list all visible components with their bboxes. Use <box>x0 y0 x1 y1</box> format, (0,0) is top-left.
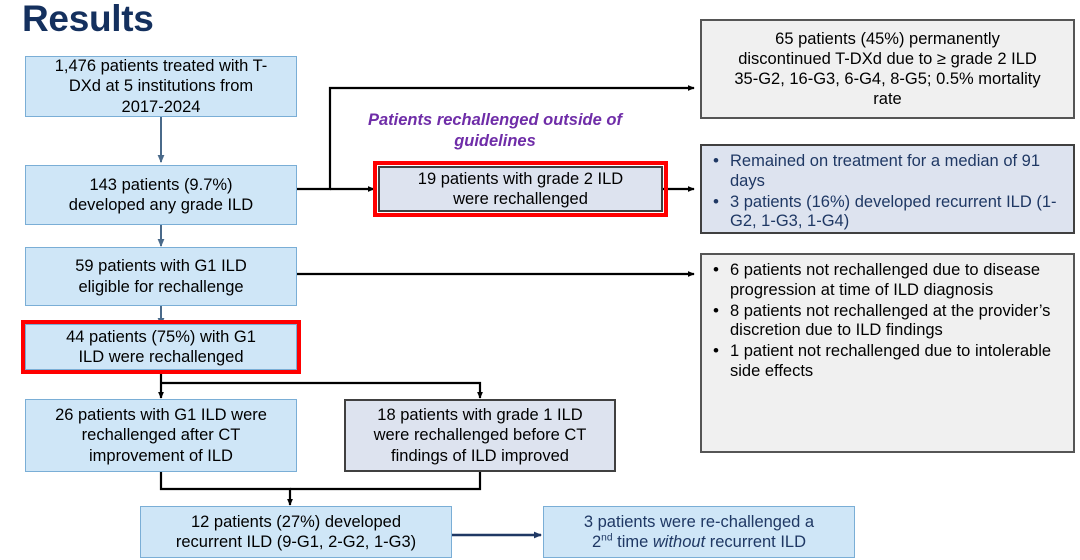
box-cohort[interactable]: 1,476 patients treated with T- DXd at 5 … <box>25 56 297 117</box>
box-grade2-rechallenged[interactable]: 19 patients with grade 2 ILD were rechal… <box>378 166 663 212</box>
box-grade2-rechallenged-text: 19 patients with grade 2 ILD were rechal… <box>417 169 624 208</box>
grade2-outcomes-list: Remained on treatment for a median of 91… <box>710 151 1063 233</box>
list-item: 1 patient not rechallenged due to intole… <box>710 341 1063 382</box>
not-rechallenged-list: 6 patients not rechallenged due to disea… <box>710 260 1063 382</box>
box-rechallenged-before-ct-text: 18 patients with grade 1 ILD were rechal… <box>373 406 587 465</box>
box-recurrent-ild-text: 12 patients (27%) developed recurrent IL… <box>175 512 417 551</box>
list-item: Remained on treatment for a median of 91… <box>710 151 1063 192</box>
box-rechallenged-after-ct[interactable]: 26 patients with G1 ILD were rechallenge… <box>25 399 297 472</box>
box-any-grade-ild[interactable]: 143 patients (9.7%) developed any grade … <box>25 165 297 225</box>
box-g1-eligible-text: 59 patients with G1 ILD eligible for rec… <box>75 257 247 296</box>
list-item: 8 patients not rechallenged at the provi… <box>710 301 1063 342</box>
ordinal-suffix: nd <box>601 532 613 544</box>
box-g1-eligible[interactable]: 59 patients with G1 ILD eligible for rec… <box>25 247 297 306</box>
box-second-rechallenge[interactable]: 3 patients were re-challenged a 2nd time… <box>543 506 855 558</box>
box-recurrent-ild[interactable]: 12 patients (27%) developed recurrent IL… <box>140 506 452 558</box>
box-g1-rechallenged-text: 44 patients (75%) with G1 ILD were recha… <box>66 327 256 366</box>
box-rechallenged-before-ct[interactable]: 18 patients with grade 1 ILD were rechal… <box>344 399 616 472</box>
box-any-grade-ild-text: 143 patients (9.7%) developed any grade … <box>68 175 254 214</box>
box-cohort-text: 1,476 patients treated with T- DXd at 5 … <box>54 57 268 116</box>
page-title: Results <box>22 0 154 39</box>
box-grade2-outcomes[interactable]: Remained on treatment for a median of 91… <box>700 144 1075 234</box>
list-item: 6 patients not rechallenged due to disea… <box>710 260 1063 301</box>
box-g1-rechallenged[interactable]: 44 patients (75%) with G1 ILD were recha… <box>25 324 297 370</box>
box-discontinued-text: 65 patients (45%) permanently discontinu… <box>734 29 1041 109</box>
box-not-rechallenged[interactable]: 6 patients not rechallenged due to disea… <box>700 253 1075 453</box>
caption-rechallenged-outside-guidelines: Patients rechallenged outside of guideli… <box>368 111 622 150</box>
box-second-rechallenge-text: 3 patients were re-challenged a 2nd time… <box>583 512 815 551</box>
box-rechallenged-after-ct-text: 26 patients with G1 ILD were rechallenge… <box>55 406 267 465</box>
box-discontinued[interactable]: 65 patients (45%) permanently discontinu… <box>700 19 1075 119</box>
list-item: 3 patients (16%) developed recurrent ILD… <box>710 192 1063 233</box>
